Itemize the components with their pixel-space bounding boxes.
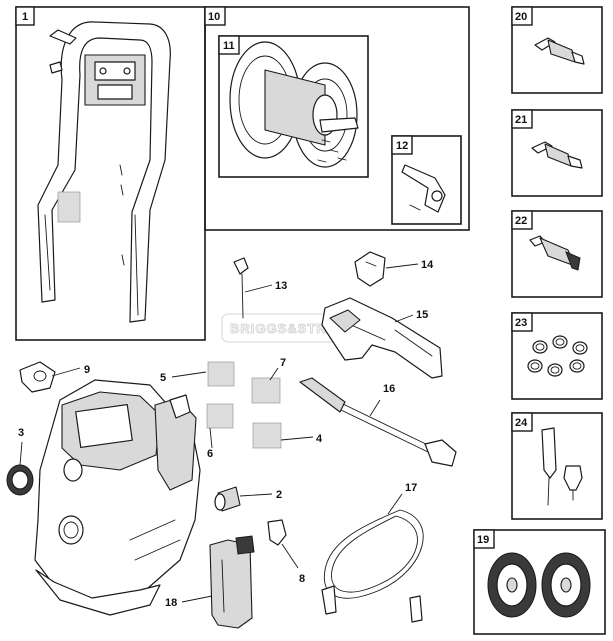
callout-8: 8 — [299, 573, 305, 585]
callout-15: 15 — [416, 309, 428, 321]
part-17-hose: 17 — [321, 482, 424, 623]
part-18-detergent-tank: 18 — [165, 535, 255, 629]
box-12-frame — [391, 135, 462, 225]
part-6-label: 6 — [206, 403, 234, 460]
box-23-o-ring-kit: 23 — [511, 312, 603, 400]
callout-4: 4 — [316, 433, 323, 445]
box-22-frame — [511, 210, 603, 298]
wheels-part — [487, 552, 591, 618]
box-1-tag: 1 — [22, 11, 28, 23]
part-5-label: 5 — [160, 361, 235, 387]
callout-16: 16 — [383, 383, 395, 395]
box-23-tag: 23 — [515, 317, 527, 329]
hose-reel-part — [229, 41, 359, 168]
callout-17: 17 — [405, 482, 417, 494]
part-14: 14 — [354, 251, 434, 287]
box-1-handle: 1 — [15, 6, 206, 341]
part-15-spray-gun: 15 — [321, 297, 443, 379]
pressure-washer-body — [34, 379, 201, 616]
box-12-tag: 12 — [396, 140, 408, 152]
part-8: 8 — [267, 519, 305, 585]
box-22-tag: 22 — [515, 215, 527, 227]
callout-9: 9 — [84, 364, 90, 376]
quick-connect-fitting-part — [534, 37, 585, 65]
handle-frame-part — [37, 21, 171, 323]
callout-18: 18 — [165, 597, 177, 609]
box-23-frame — [511, 312, 603, 400]
part-2: 2 — [214, 486, 282, 512]
box-10-frame — [204, 6, 470, 231]
box-10-hose-reel-kit: 10 11 12 — [204, 6, 470, 231]
box-20-tag: 20 — [515, 11, 527, 23]
callout-3: 3 — [18, 427, 24, 439]
box-20-frame — [511, 6, 603, 94]
callout-2: 2 — [276, 489, 282, 501]
callout-13: 13 — [275, 280, 287, 292]
part-4-label: 4 — [252, 422, 323, 449]
callout-6: 6 — [207, 448, 213, 460]
box-21-adapter: 21 — [511, 109, 603, 197]
o-rings-part — [527, 335, 588, 377]
turbo-nozzle-part — [529, 235, 581, 271]
box-19-tag: 19 — [477, 534, 489, 546]
hose-adapter-part — [531, 141, 583, 169]
callout-7: 7 — [280, 357, 286, 369]
reel-crank-part — [401, 164, 446, 213]
box-21-tag: 21 — [515, 114, 527, 126]
callout-14: 14 — [421, 259, 434, 271]
box-19-wheel-kit: 19 — [473, 529, 606, 635]
box-11-frame — [218, 35, 369, 178]
nozzle-cleaner-part — [541, 427, 583, 506]
box-21-frame — [511, 109, 603, 197]
part-13: 13 — [233, 257, 287, 319]
box-24-tag: 24 — [515, 417, 528, 429]
part-9: 9 — [19, 361, 90, 393]
box-24-nozzle-cleaner: 24 — [511, 412, 603, 520]
part-3: 3 — [6, 427, 34, 496]
box-24-frame — [511, 412, 603, 520]
part-7-label: 7 — [251, 357, 286, 404]
part-16-spray-wand: 16 — [299, 377, 457, 467]
box-20-quick-connect: 20 — [511, 6, 603, 94]
box-10-tag: 10 — [208, 11, 220, 23]
callout-5: 5 — [160, 372, 166, 384]
box-11-tag: 11 — [223, 40, 235, 52]
box-19-frame — [473, 529, 606, 635]
box-22-turbo-nozzle: 22 — [511, 210, 603, 298]
